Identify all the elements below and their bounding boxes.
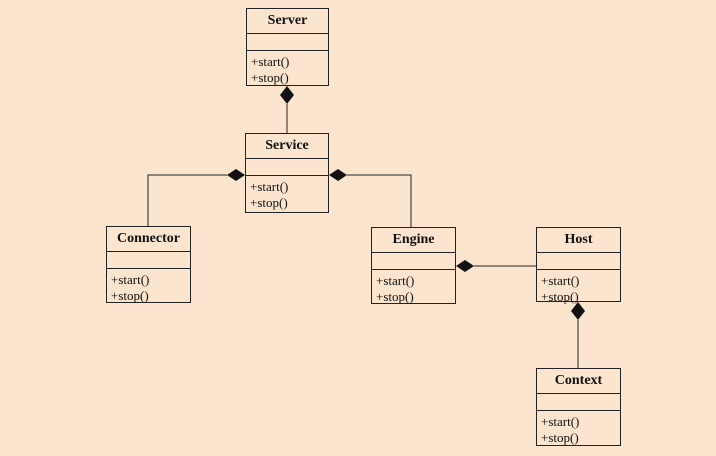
class-host-operations: +start() +stop() bbox=[537, 270, 620, 305]
engine-host-composition-diamond bbox=[456, 260, 474, 272]
operation-start: +start() bbox=[250, 179, 289, 194]
class-engine-name: Engine bbox=[372, 228, 455, 253]
class-connector: Connector +start() +stop() bbox=[106, 226, 191, 303]
class-host-name: Host bbox=[537, 228, 620, 253]
class-engine: Engine +start() +stop() bbox=[371, 227, 456, 304]
class-connector-operations: +start() +stop() bbox=[107, 269, 190, 304]
operation-start: +start() bbox=[541, 414, 580, 429]
service-engine-composition-diamond bbox=[329, 169, 347, 181]
operation-stop: +stop() bbox=[250, 195, 288, 210]
class-engine-operations: +start() +stop() bbox=[372, 270, 455, 305]
operation-stop: +stop() bbox=[251, 70, 289, 85]
class-service-name: Service bbox=[246, 134, 328, 159]
class-context-name: Context bbox=[537, 369, 620, 394]
class-service: Service +start() +stop() bbox=[245, 133, 329, 213]
class-service-attributes bbox=[246, 159, 328, 176]
class-connector-name: Connector bbox=[107, 227, 190, 252]
server-service-composition-diamond bbox=[280, 86, 294, 104]
operation-start: +start() bbox=[541, 273, 580, 288]
class-server-operations: +start() +stop() bbox=[247, 51, 328, 86]
class-engine-attributes bbox=[372, 253, 455, 270]
operation-stop: +stop() bbox=[376, 289, 414, 304]
class-server-attributes bbox=[247, 34, 328, 51]
operation-start: +start() bbox=[111, 272, 150, 287]
class-connector-attributes bbox=[107, 252, 190, 269]
class-server: Server +start() +stop() bbox=[246, 8, 329, 86]
service-connector-composition-diamond bbox=[227, 169, 245, 181]
operation-stop: +stop() bbox=[541, 430, 579, 445]
operation-start: +start() bbox=[251, 54, 290, 69]
class-service-operations: +start() +stop() bbox=[246, 176, 328, 211]
class-host: Host +start() +stop() bbox=[536, 227, 621, 305]
class-host-attributes bbox=[537, 253, 620, 270]
operation-stop: +stop() bbox=[541, 289, 579, 304]
operation-start: +start() bbox=[376, 273, 415, 288]
service-connector-line bbox=[147, 174, 227, 226]
host-context-composition-diamond bbox=[571, 302, 585, 320]
class-context: Context +start() +stop() bbox=[536, 368, 621, 446]
service-engine-line bbox=[347, 174, 412, 227]
class-server-name: Server bbox=[247, 9, 328, 34]
operation-stop: +stop() bbox=[111, 288, 149, 303]
class-context-attributes bbox=[537, 394, 620, 411]
class-context-operations: +start() +stop() bbox=[537, 411, 620, 446]
